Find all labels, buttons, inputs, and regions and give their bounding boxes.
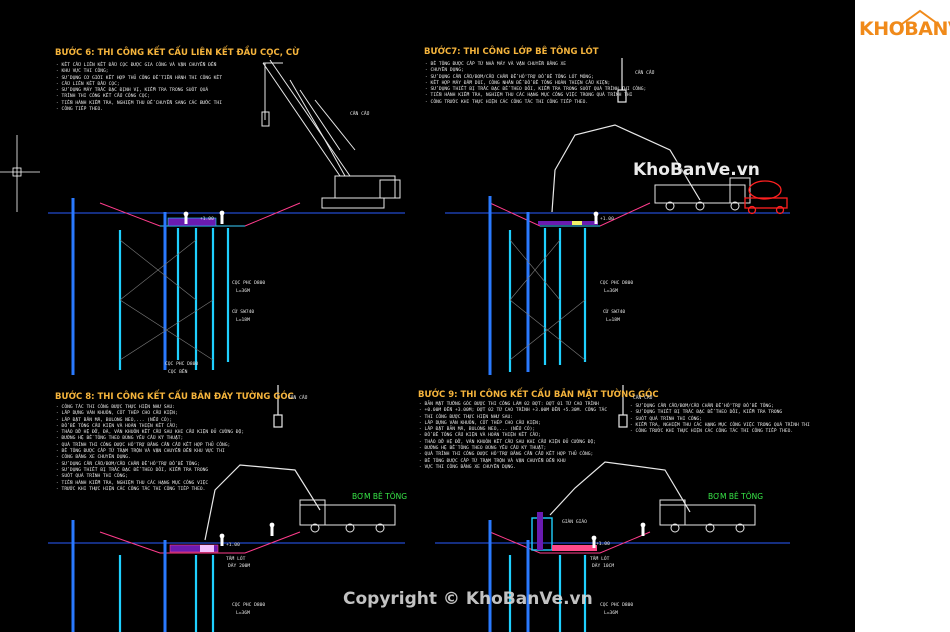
note-line: THI CÔNG ĐƯỢC THỰC HIỆN NHƯ SAU: (419, 415, 607, 421)
step9-title: BƯỚC 9: THI CÔNG KẾT CẤU BẢN MẶT TƯỜNG G… (418, 390, 659, 400)
step6-level-label: +1.00 (200, 217, 214, 222)
step6-title: BƯỚC 6: THI CÔNG KẾT CẤU LIÊN KẾT ĐẦU CỌ… (55, 48, 300, 58)
note-line: LẮP ĐẶT BẢN MÃ, BULONG NEO,... (NẾU CÓ); (419, 427, 607, 433)
note-line: SỬ DỤNG CƠ GIỚI KẾT HỢP THỦ CÔNG ĐỂ TIẾN… (56, 76, 222, 82)
step8-pump-label: BƠM BÊ TÔNG (352, 492, 408, 501)
note-line: QUÁ TRÌNH THI CÔNG ĐƯỢC HỖ TRỢ BẰNG CẦN … (56, 443, 244, 449)
note-line: CÔNG TRƯỚC KHI THỰC HIỆN CÁC CÔNG TÁC TH… (425, 100, 646, 106)
cad-crosshair-cursor (0, 135, 40, 212)
step7-level-label: +1.00 (600, 217, 614, 222)
note-line: ĐỔ BÊ TÔNG CẤU KIỆN VÀ HOÀN THIỆN KẾT CẤ… (419, 433, 607, 439)
note-line: LẮP DỰNG VÁN KHUÔN, CỐT THÉP CHO CẤU KIỆ… (419, 421, 607, 427)
step6-pile3-sub: CỌC BÊN (168, 370, 188, 375)
note-line: +0.00M ĐẾN +3.00M; ĐỢT 02 TỪ CAO TRÌNH +… (419, 408, 608, 414)
note-line: ĐƯỜNG HỆ BỀ TÔNG THEO ĐÚNG YÊU CẦU KỸ TH… (419, 446, 607, 452)
step8-diagram (48, 385, 405, 632)
note-line: BẢN MẶT TƯỜNG GÓC ĐƯỢC THI CÔNG LÀM 02 Đ… (419, 402, 607, 408)
step6-crane-label: CẦN CẨU (350, 112, 370, 117)
step8-notes: CÔNG TÁC THI CÔNG ĐƯỢC THỰC HIỆN NHƯ SAU… (56, 405, 245, 493)
note-line: SỬ DỤNG MÁY TRẮC ĐẠC ĐỊNH VỊ, KIỂM TRA T… (56, 88, 222, 94)
note-line: KIỂM TRA, NGHIỆM THU CÁC HẠNG MỤC CÔNG V… (630, 423, 810, 429)
note-line: LẮP DỰNG VÁN KHUÔN, CỐT THÉP CHO CẤU KIỆ… (56, 411, 244, 417)
note-line: SỬ DỤNG THIẾT BỊ TRẮC ĐẠC ĐỂ THEO DÕI, K… (630, 410, 810, 416)
house-roof-icon (901, 9, 939, 25)
step9-notes: BẢN MẶT TƯỜNG GÓC ĐƯỢC THI CÔNG LÀM 02 Đ… (419, 402, 608, 471)
note-line: SỬ DỤNG CẦN CẨU/BƠM/CẦU CHẤN ĐỂ HỖ TRỢ Đ… (630, 404, 810, 410)
note-line: TIẾN HÀNH KIỂM TRA, NGHIỆM THU CÁC HẠNG … (425, 93, 646, 99)
step7-notes: BÊ TÔNG ĐƯỢC CẤP TỪ NHÀ MÁY VÀ VẬN CHUYỂ… (425, 62, 647, 106)
note-line: CHUYÊN DỤNG; (425, 68, 646, 74)
note-line: CẤU LIÊN KẾT ĐẦU CỌC; (56, 82, 222, 88)
step8-crane-label: CẦN CẨU (288, 396, 308, 401)
step7-pile-length: L=36M (604, 289, 618, 294)
step8-slab-thickness: DÀY 200M (228, 564, 251, 569)
note-line: CÔNG TIẾP THEO. (56, 107, 222, 113)
step9-crane-label: CẦN CẨU (633, 396, 653, 401)
step9-pile-length: L=36M (604, 611, 618, 616)
note-line: BÊ TÔNG ĐƯỢC CẤP TỪ NHÀ MÁY VÀ VẬN CHUYỂ… (425, 62, 646, 68)
note-line: TIẾN HÀNH KIỂM TRA, NGHIỆM THU ĐỂ CHUYỂN… (56, 101, 222, 107)
note-line: SỬ DỤNG CẦN CẨU/BƠM/CẦU CHẤN ĐỂ HỖ TRỢ Đ… (425, 75, 646, 81)
note-line: ĐỔ BÊ TÔNG CẤU KIỆN VÀ HOÀN THIỆN KẾT CẤ… (56, 424, 244, 430)
step9-diagram (435, 385, 790, 632)
note-line: VỰC THI CÔNG BẰNG XE CHUYÊN DỤNG. (419, 465, 607, 471)
step9-scaffold-label: GIÀN GIÁO (562, 520, 587, 525)
step7-title: BƯỚC7: THI CÔNG LỚP BÊ TÔNG LÓT (424, 47, 599, 57)
watermark-copyright: Copyright © KhoBanVe.vn (343, 589, 593, 609)
construction-drawing (0, 58, 790, 632)
step7-sheetpile-label: CỪ SW740 (603, 310, 626, 315)
note-line: CÔNG TÁC THI CÔNG ĐƯỢC THỰC HIỆN NHƯ SAU… (56, 405, 244, 411)
note-line: KẾT HỢP MÁY ĐẦM DÙI, CÔNG NHÂN ĐỂ ĐỔ BÊ … (425, 81, 646, 87)
step6-notes: KẾT CẤU LIÊN KẾT ĐẦU CỌC ĐƯỢC GIA CÔNG V… (56, 63, 222, 113)
step8-slab-label: TẤM LÓT (226, 557, 246, 562)
note-line: TRÌNH THI CÔNG KẾT CẤU CÔNG CỌC; (56, 94, 222, 100)
note-line: BÊ TÔNG ĐƯỢC CẤP TỪ TRẠM TRỘN VÀ VẬN CHU… (56, 449, 244, 455)
note-line: LẮP ĐẶT BĂN MÃ, BULONG NEO,... (NẾU CÓ); (56, 418, 244, 424)
step9-pile-label: CỌC PHC D800 (600, 603, 634, 608)
step8-title: BƯỚC 8: THI CÔNG KẾT CẤU BẢN ĐÁY TƯỜNG G… (55, 392, 294, 402)
note-line: KẾT CẤU LIÊN KẾT ĐẦU CỌC ĐƯỢC GIA CÔNG V… (56, 63, 222, 69)
step8-pile-length: L=36M (236, 611, 250, 616)
note-line: ĐƯỜNG HỆ BỀ TÔNG THEO ĐÚNG YÊU CẦU KỸ TH… (56, 436, 244, 442)
step7-pile-label: CỌC PHC D800 (600, 281, 634, 286)
step6-sheetpile-label: CỪ SW740 (232, 310, 255, 315)
step9-slab-label: TẤM LÓT (590, 557, 610, 562)
step9-pump-label: BƠM BÊ TÔNG (708, 492, 764, 501)
step7-diagram (445, 58, 790, 375)
note-line: SỬ DỤNG THIẾT BỊ TRẮC ĐẠC ĐỂ THEO DÕI, K… (425, 87, 647, 93)
step8-level-label: +1.00 (226, 543, 240, 548)
note-line: THÁO DỠ HỆ ĐỠ, VÁN KHUÔN KẾT CẤU SAU KHI… (419, 440, 607, 446)
note-line: SỬ DỤNG THIẾT BỊ TRẮC ĐẠC ĐỂ THEO DÕI, K… (56, 468, 244, 474)
step9-slab-thickness: DÀY 10CM (592, 564, 615, 569)
step9-level-label: +1.00 (596, 542, 610, 547)
step6-diagram (48, 59, 405, 375)
note-line: TRƯỚC KHI THỰC HIỆN CÁC CÔNG TÁC THI CÔN… (56, 487, 244, 493)
brand-sidebar: KHOBANVE (855, 0, 950, 632)
step7-crane-label: CẦN CẨU (635, 71, 655, 76)
step6-pile-length: L=36M (236, 289, 250, 294)
site-logo[interactable]: KHOBANVE (859, 18, 950, 40)
cad-drawing-canvas[interactable]: BƯỚC 6: THI CÔNG KẾT CẤU LIÊN KẾT ĐẦU CỌ… (0, 0, 855, 632)
note-line: CÔNG TRƯỚC KHI THỰC HIỆN CÁC CÔNG TÁC TH… (630, 429, 810, 435)
step7-sheetpile-length: L=18M (606, 318, 620, 323)
step6-sheetpile-length: L=18M (236, 318, 250, 323)
note-line: SUỐT QUÁ TRÌNH THI CÔNG; (630, 417, 810, 423)
note-line: BÊ TÔNG ĐƯỢC CẤP TỪ TRẠM TRỘN VÀ VẬN CHU… (419, 459, 607, 465)
step8-pile-label: CỌC PHC D800 (232, 603, 266, 608)
note-line: QUÁ TRÌNH THI CÔNG ĐƯỢC HỖ TRỢ BẰNG CẦN … (419, 452, 607, 458)
note-line: SUỐT QUÁ TRÌNH THI CÔNG; (56, 474, 244, 480)
watermark-main: KhoBanVe.vn (633, 160, 760, 180)
note-line: THÁO DỠ HỆ ĐỠ, ĐÀ, VÁN KHUÔN KẾT CẤU SAU… (56, 430, 245, 436)
note-line: SỬ DỤNG CẦN CẨU/BƠM/CẦU CHẤN ĐỂ HỖ TRỢ Đ… (56, 462, 244, 468)
step6-pile-label: CỌC PHC D800 (232, 281, 266, 286)
step6-pile3-label: CỌC PHC D800 (165, 362, 199, 367)
note-line: TIẾN HÀNH KIỂM TRA, NGHIỆM THU CÁC HẠNG … (56, 481, 244, 487)
note-line: CÔNG BẰNG XE CHUYÊN DỤNG. (56, 455, 244, 461)
note-line: KHU VỰC THI CÔNG; (56, 69, 222, 75)
step9-notes-right: SỬ DỤNG CẦN CẨU/BƠM/CẦU CHẤN ĐỂ HỖ TRỢ Đ… (630, 404, 810, 435)
